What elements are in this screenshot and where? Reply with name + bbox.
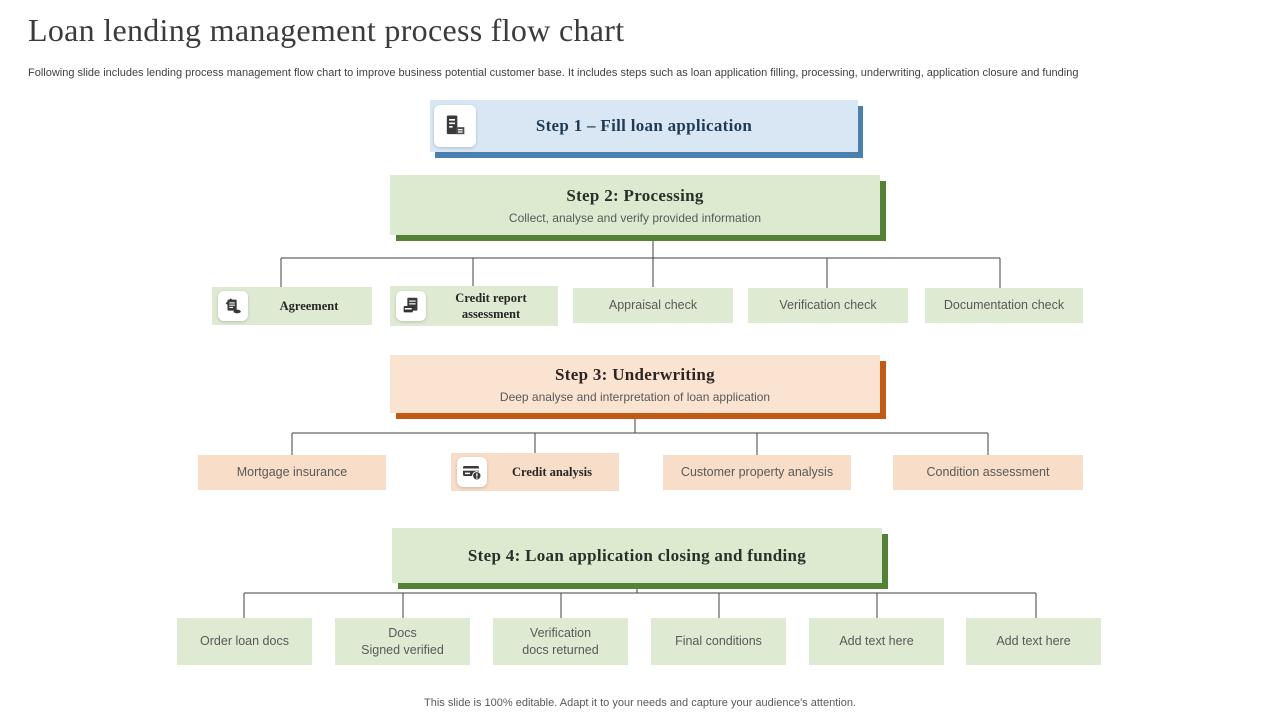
node-documentation-check: Documentation check [925,288,1083,323]
step2-band: Step 2: Processing Collect, analyse and … [390,175,880,235]
node-label: Final conditions [675,634,762,649]
node-mortgage-insurance: Mortgage insurance [198,455,386,490]
node-customer-property-analysis: Customer property analysis [663,455,851,490]
node-docs-signed-verified: Docs Signed verified [335,618,470,665]
node-label: Credit analysis [512,464,592,479]
step1-title: Step 1 – Fill loan application [535,116,753,135]
node-label: Credit report assessment [455,290,527,321]
step4-title: Step 4: Loan application closing and fun… [467,545,807,565]
node-label: Mortgage insurance [236,465,348,480]
node-credit-report-assessment: Credit report assessment [390,286,558,326]
page-title: Loan lending management process flow cha… [28,12,625,48]
node-label: Condition assessment [926,465,1050,480]
loan-application-form-icon [434,105,476,147]
node-credit-analysis: Credit analysis [451,453,619,491]
node-add-text-here-1: Add text here [809,618,944,665]
step4-band: Step 4: Loan application closing and fun… [392,528,882,583]
node-label: Order loan docs [200,634,289,649]
slide-subtitle: Following slide includes lending process… [28,67,1079,79]
node-label: Verification check [779,298,877,313]
node-final-conditions: Final conditions [651,618,786,665]
node-label: Docs Signed verified [361,626,444,657]
node-verification-docs-returned: Verification docs returned [493,618,628,665]
step3-band: Step 3: Underwriting Deep analyse and in… [390,355,880,413]
credit-card-alert-icon [457,457,487,487]
node-appraisal-check: Appraisal check [573,288,733,323]
node-agreement: Agreement [212,287,372,325]
node-label: Add text here [839,634,914,649]
agreement-stamp-icon [218,291,248,321]
node-add-text-here-2: Add text here [966,618,1101,665]
node-label: Appraisal check [608,298,698,313]
step3-description: Deep analyse and interpretation of loan … [499,389,771,404]
node-label: Documentation check [943,298,1065,313]
credit-report-icon [396,291,426,321]
node-verification-check: Verification check [748,288,908,323]
node-label: Verification docs returned [522,626,599,657]
step2-description: Collect, analyse and verify provided inf… [508,210,762,225]
editable-note: This slide is 100% editable. Adapt it to… [424,697,856,709]
step3-title: Step 3: Underwriting [555,364,715,384]
step1-band: Step 1 – Fill loan application [430,100,858,152]
node-condition-assessment: Condition assessment [893,455,1083,490]
node-label: Agreement [279,298,339,313]
node-label: Customer property analysis [680,465,834,480]
step2-title: Step 2: Processing [566,185,704,205]
node-order-loan-docs: Order loan docs [177,618,312,665]
node-label: Add text here [996,634,1071,649]
